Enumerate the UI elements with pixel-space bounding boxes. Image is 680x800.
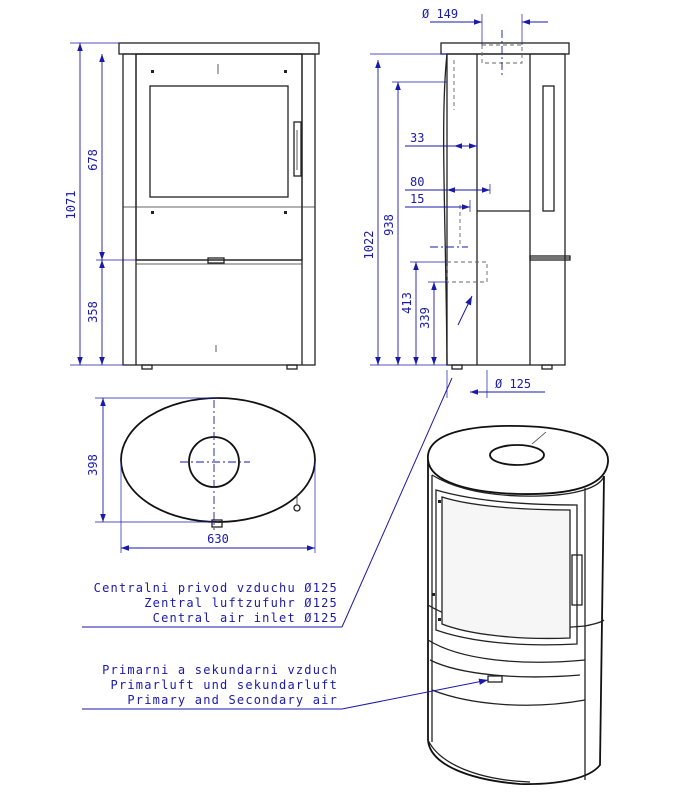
note-central-air: Centralni privod vzduchu Ø125 Zentral lu…	[94, 581, 338, 625]
dim-side-413: 413	[400, 292, 414, 314]
dim-side-1022: 1022	[362, 231, 376, 260]
dim-bottom-125: Ø 125	[495, 377, 531, 391]
note-primary-air-en: Primary and Secondary air	[127, 693, 338, 707]
isometric-view	[427, 424, 609, 785]
dim-side-33: 33	[410, 131, 424, 145]
dim-side-15: 15	[410, 192, 424, 206]
dim-plan-630: 630	[207, 532, 229, 546]
dim-front-1071: 1071	[64, 191, 78, 220]
front-view: 1071 678 358	[64, 42, 320, 370]
note-central-air-cz: Centralni privod vzduchu Ø125	[94, 581, 338, 595]
side-view: Ø 149 1022 938 413 339 33 80 15 Ø 125	[362, 7, 571, 398]
note-primary-air-cz: Primarni a sekundarni vzduch	[102, 663, 338, 677]
note-central-air-de: Zentral luftzufuhr Ø125	[144, 596, 338, 610]
leaders	[82, 377, 489, 710]
dim-side-938: 938	[382, 214, 396, 236]
plan-view: 398 630	[86, 397, 316, 553]
dim-top-149: Ø 149	[422, 7, 458, 21]
note-primary-air-de: Primarluft und sekundarluft	[111, 678, 338, 692]
note-central-air-en: Central air inlet Ø125	[153, 611, 338, 625]
dim-side-339: 339	[418, 307, 432, 329]
dim-plan-398: 398	[86, 454, 100, 476]
dim-front-678: 678	[86, 149, 100, 171]
dim-front-358: 358	[86, 301, 100, 323]
dim-side-80: 80	[410, 175, 424, 189]
note-primary-air: Primarni a sekundarni vzduch Primarluft …	[102, 663, 338, 707]
